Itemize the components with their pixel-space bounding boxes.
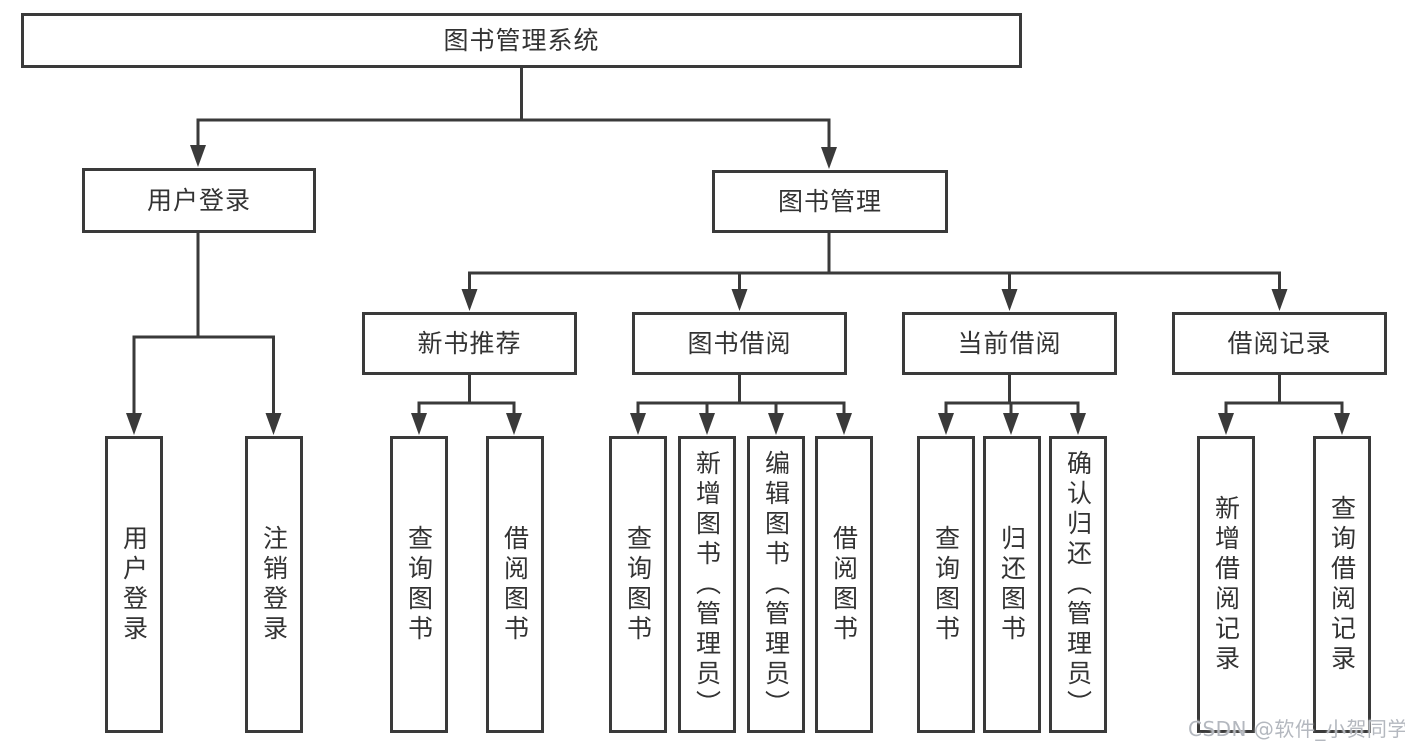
arrowheads bbox=[126, 145, 1350, 435]
arrow-icon bbox=[265, 413, 282, 435]
node-book-management: 图书管理 bbox=[712, 170, 948, 233]
node-current-borrowing: 当前借阅 bbox=[902, 312, 1117, 375]
arrow-icon bbox=[768, 413, 784, 435]
arrow-icon bbox=[461, 289, 478, 311]
node-book-borrowing: 图书借阅 bbox=[632, 312, 847, 375]
leaf-user-login: 用户登录 bbox=[105, 436, 163, 733]
node-borrowing-records: 借阅记录 bbox=[1172, 312, 1387, 375]
leaf-query-books-recommend: 查询图书 bbox=[390, 436, 448, 733]
arrow-icon bbox=[821, 147, 837, 169]
arrow-icon bbox=[506, 413, 522, 435]
arrow-icon bbox=[411, 413, 427, 435]
arrow-icon bbox=[1334, 413, 1350, 435]
arrow-icon bbox=[699, 413, 715, 435]
watermark-text: CSDN @软件_小贺同学 bbox=[1188, 717, 1405, 741]
leaf-query-borrow-record: 查询借阅记录 bbox=[1313, 436, 1371, 733]
arrow-icon bbox=[1070, 413, 1086, 435]
arrow-icon bbox=[1003, 413, 1019, 435]
arrow-icon bbox=[126, 413, 142, 435]
leaf-return-book: 归还图书 bbox=[983, 436, 1041, 733]
leaf-logout: 注销登录 bbox=[245, 436, 303, 733]
leaf-query-books-current: 查询图书 bbox=[917, 436, 975, 733]
leaf-borrow-books-recommend: 借阅图书 bbox=[486, 436, 544, 733]
leaf-borrow-books: 借阅图书 bbox=[815, 436, 873, 733]
node-new-book-recommendation: 新书推荐 bbox=[362, 312, 577, 375]
leaf-edit-book-admin: 编辑图书（管理员） bbox=[747, 436, 805, 733]
arrow-icon bbox=[731, 289, 748, 311]
arrow-icon bbox=[1271, 289, 1288, 311]
leaf-add-borrow-record: 新增借阅记录 bbox=[1197, 436, 1255, 733]
leaf-query-books-borrow: 查询图书 bbox=[609, 436, 667, 733]
node-library-management-system: 图书管理系统 bbox=[21, 13, 1022, 68]
arrow-icon bbox=[630, 413, 646, 435]
arrow-icon bbox=[1001, 289, 1018, 311]
connector-path bbox=[132, 65, 1344, 420]
leaf-confirm-return-admin: 确认归还（管理员） bbox=[1049, 436, 1107, 733]
arrow-icon bbox=[1218, 413, 1234, 435]
node-user-login: 用户登录 bbox=[82, 168, 316, 233]
arrow-icon bbox=[836, 413, 852, 435]
leaf-add-book-admin: 新增图书（管理员） bbox=[678, 436, 736, 733]
arrow-icon bbox=[938, 413, 954, 435]
arrow-icon bbox=[190, 145, 206, 167]
